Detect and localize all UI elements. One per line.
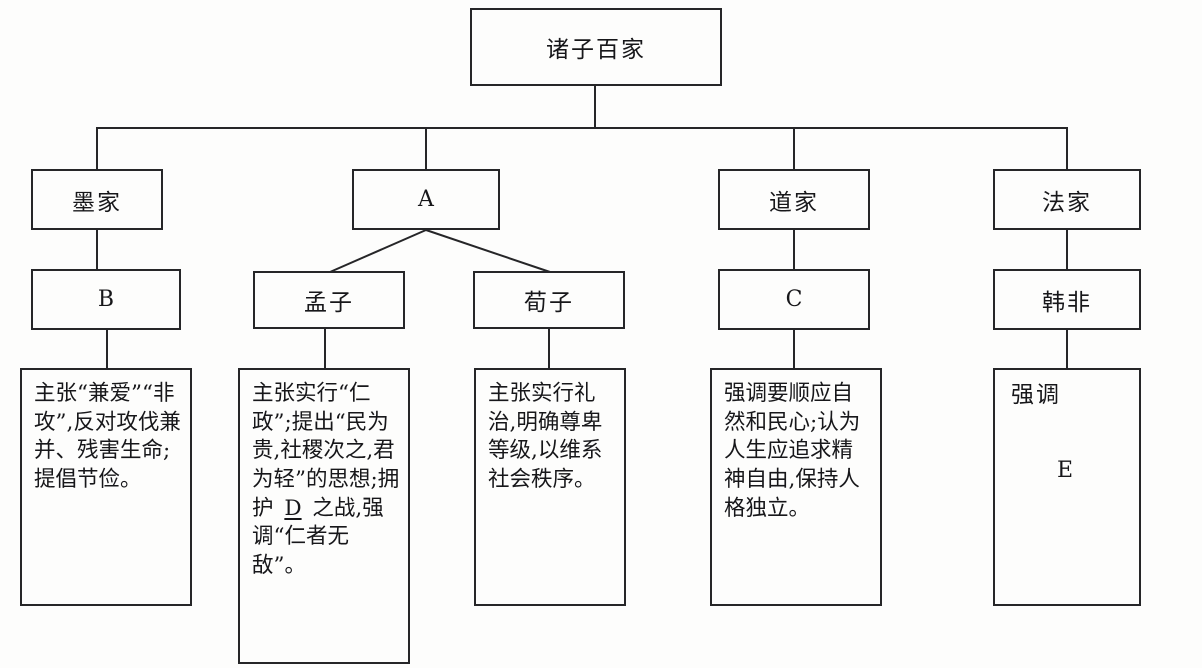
description-box-fajia[interactable]: 强调 E [993, 368, 1141, 606]
connector-xunzi-desc [548, 329, 550, 368]
description-box-mengzi[interactable]: 主张实行“仁政”;提出“民为贵,社稷次之,君为轻”的思想;拥护 D 之战,强调“… [238, 368, 410, 664]
node-xunzi-label: 荀子 [524, 290, 574, 316]
connector-daojia-c [793, 230, 795, 269]
connector-mojia-b [96, 230, 98, 269]
connector-drop-fajia [1066, 127, 1068, 169]
node-hanfei[interactable]: 韩非 [993, 269, 1141, 330]
blank-e: E [1056, 458, 1074, 483]
node-mengzi-label: 孟子 [304, 290, 354, 316]
node-c-label: C [785, 287, 803, 312]
node-daojia[interactable]: 道家 [718, 169, 870, 230]
description-text-mengzi: 主张实行“仁政”;提出“民为贵,社稷次之,君为轻”的思想;拥护 D 之战,强调“… [252, 380, 400, 581]
node-b[interactable]: B [31, 269, 181, 330]
node-fajia[interactable]: 法家 [993, 169, 1141, 230]
connector-drop-daojia [793, 127, 795, 169]
node-mojia-label: 墨家 [72, 189, 122, 216]
description-text-xunzi: 主张实行礼治,明确尊卑等级,以维系社会秩序。 [488, 381, 603, 493]
connector-b-desc [106, 330, 108, 368]
connector-root-stem [594, 86, 596, 128]
connector-hanfei-desc [1066, 330, 1068, 368]
connector-drop-mojia [96, 127, 98, 169]
node-hanfei-label: 韩非 [1042, 289, 1092, 316]
description-text-daojia: 强调要顺应自然和民心;认为人生应追求精神自由,保持人格独立。 [724, 381, 861, 521]
node-root-label: 诸子百家 [546, 37, 646, 63]
node-mengzi[interactable]: 孟子 [253, 271, 405, 329]
description-segment-3: 之战,强调“仁者无敌”。 [252, 495, 384, 579]
description-box-mojia[interactable]: 主张“兼爱”“非攻”,反对攻伐兼并、残害生命;提倡节俭。 [20, 368, 192, 606]
node-xunzi[interactable]: 荀子 [473, 271, 625, 329]
node-a[interactable]: A [352, 169, 500, 230]
blank-e-wrap[interactable]: E [1005, 456, 1125, 520]
description-lead-fajia: 强调 [1011, 382, 1061, 408]
node-a-label: A [418, 187, 434, 212]
connector-mengzi-desc [324, 329, 326, 368]
connector-fajia-hanfei [1066, 230, 1068, 269]
connector-root-bus [96, 127, 1068, 129]
connector-drop-a [425, 127, 427, 169]
connector-c-desc [793, 330, 795, 368]
node-fajia-label: 法家 [1042, 189, 1092, 216]
blank-d[interactable]: D [284, 495, 302, 521]
description-segment-1: 主张实行“仁政”;提出“民为贵,社稷次之,君为轻”的思想;拥护 [252, 381, 400, 521]
description-box-daojia[interactable]: 强调要顺应自然和民心;认为人生应追求精神自由,保持人格独立。 [710, 368, 882, 606]
node-mojia[interactable]: 墨家 [31, 169, 163, 230]
node-c[interactable]: C [718, 269, 870, 330]
node-b-label: B [97, 287, 115, 312]
connector-a-branches [329, 229, 551, 273]
description-box-xunzi[interactable]: 主张实行礼治,明确尊卑等级,以维系社会秩序。 [474, 368, 626, 606]
node-root[interactable]: 诸子百家 [470, 8, 722, 86]
node-daojia-label: 道家 [769, 189, 819, 216]
description-text-mojia: 主张“兼爱”“非攻”,反对攻伐兼并、残害生命;提倡节俭。 [34, 381, 181, 493]
